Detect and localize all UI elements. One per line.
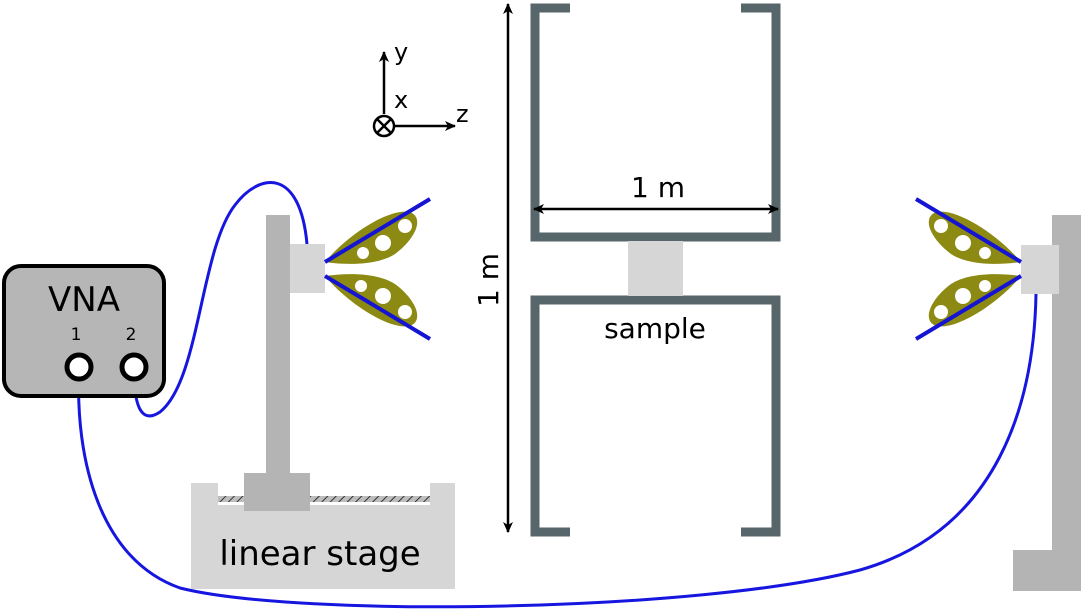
vivaldi-antenna-icon <box>325 211 418 264</box>
coordinate-axes: y x z <box>372 38 469 138</box>
vivaldi-antenna-icon <box>325 274 418 327</box>
vna-label: VNA <box>48 280 120 320</box>
port-1-connector <box>64 352 94 382</box>
stage-carriage <box>244 473 310 511</box>
frame-bottom <box>530 295 781 537</box>
cable-port1-to-right-antenna <box>77 293 1038 609</box>
axis-x-label: x <box>394 86 408 114</box>
left-antenna <box>323 197 432 341</box>
vector-network-analyzer-icon: VNA 1 2 <box>2 264 166 398</box>
port-1-label: 1 <box>71 325 82 345</box>
height-dimension: 1 m <box>472 3 513 533</box>
sample-block <box>628 241 683 296</box>
width-dimension-label: 1 m <box>631 171 685 204</box>
port-2-connector <box>119 352 149 382</box>
left-antenna-mount <box>290 244 325 293</box>
sample-label: sample <box>604 312 706 345</box>
linear-stage-label: linear stage <box>219 534 420 574</box>
cable-port2-to-left-antenna <box>132 181 309 418</box>
port-2-label: 2 <box>126 325 137 345</box>
frame-top <box>530 3 781 242</box>
circled-cross-icon <box>372 114 396 138</box>
sample-frame <box>530 3 781 537</box>
right-antenna <box>914 197 1023 341</box>
vivaldi-antenna-icon <box>928 211 1021 264</box>
lead-screw <box>218 496 430 502</box>
width-dimension: 1 m <box>533 171 779 214</box>
axis-y-label: y <box>394 38 408 66</box>
vivaldi-antenna-icon <box>928 274 1021 327</box>
left-antenna-stand <box>266 215 325 477</box>
linear-stage: linear stage <box>191 473 455 589</box>
right-antenna-stand <box>1013 215 1081 591</box>
cables <box>77 181 1038 609</box>
right-antenna-mount <box>1021 245 1059 294</box>
axis-z-label: z <box>456 100 469 128</box>
height-dimension-label: 1 m <box>472 253 505 307</box>
